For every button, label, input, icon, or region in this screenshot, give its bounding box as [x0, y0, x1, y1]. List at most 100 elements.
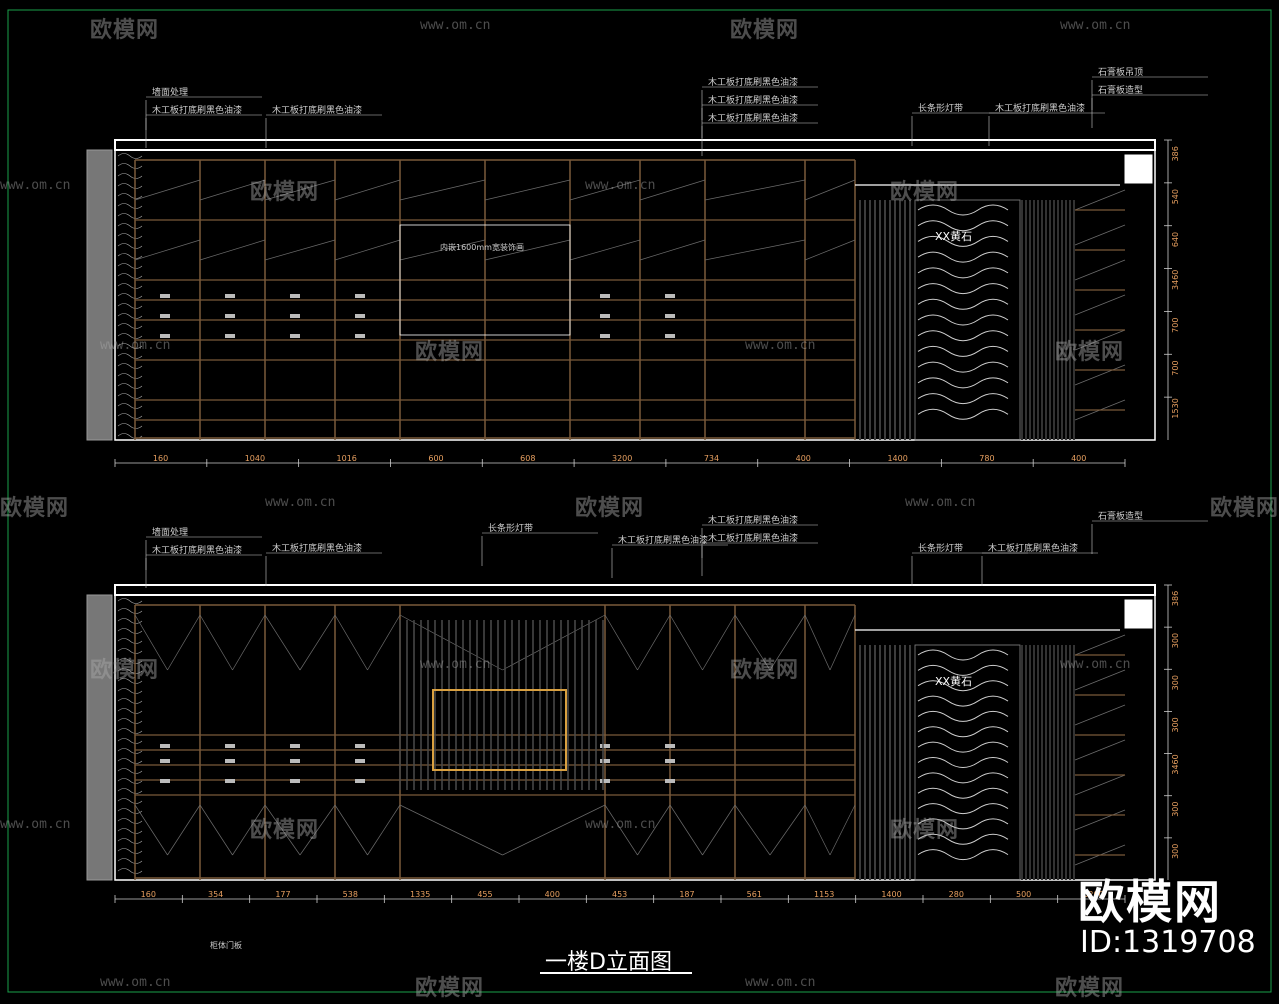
door-swing — [604, 804, 638, 856]
hatch-stroke — [117, 688, 143, 694]
shelf-perspective — [639, 239, 706, 261]
door-swing — [829, 614, 856, 671]
bottom-vdim-label: 300 — [1171, 717, 1180, 732]
top-note-left: 墙面处理 — [152, 86, 188, 98]
stone-panel — [914, 644, 1021, 881]
stone-vein — [917, 680, 1009, 692]
watermark-url: www.om.cn — [420, 18, 491, 33]
bottom-dim-label: 400 — [545, 890, 560, 899]
drawer-handle — [355, 334, 365, 338]
stone-vein — [917, 330, 1009, 342]
hatch-stroke — [117, 828, 143, 834]
watermark-brand: 欧模网 — [1055, 976, 1125, 1001]
stone-vein — [917, 361, 1009, 373]
bottom-note: 柜体门板 — [210, 940, 242, 950]
top-dim-label: 400 — [796, 454, 811, 463]
hatch-stroke — [117, 413, 143, 419]
watermark-url: www.om.cn — [585, 178, 656, 193]
soffit-block — [1124, 599, 1153, 629]
door-swing — [367, 614, 401, 671]
shelf-perspective — [1074, 809, 1126, 831]
bottom-note-left: 墙面处理 — [152, 526, 188, 538]
bottom-dim-label: 538 — [343, 890, 358, 899]
door-swing — [637, 804, 671, 856]
door-swing — [334, 804, 368, 856]
door-swing — [199, 614, 233, 671]
stone-vein — [917, 283, 1009, 295]
watermark-url: www.om.cn — [1060, 18, 1131, 33]
brand-id: ID:1319708 — [1080, 925, 1256, 960]
watermark-url: www.om.cn — [745, 338, 816, 353]
top-vdim-label: 3460 — [1171, 270, 1180, 290]
bottom-vdim-label: 300 — [1171, 633, 1180, 648]
stone-panel — [914, 199, 1021, 441]
shelf-perspective — [199, 179, 266, 201]
hatch-stroke — [117, 153, 143, 159]
hatch-stroke — [117, 658, 143, 664]
door-swing — [399, 804, 503, 856]
stone-vein — [917, 787, 1009, 799]
door-swing — [367, 804, 401, 856]
bottom-dim-label: 5200 — [1083, 890, 1103, 899]
shelf-perspective — [1074, 189, 1126, 211]
stone-vein — [917, 267, 1009, 279]
top-dim-label: 608 — [520, 454, 535, 463]
hatch-stroke — [117, 678, 143, 684]
shelf-perspective — [704, 239, 806, 261]
hatch-stroke — [117, 868, 143, 874]
door-swing — [502, 804, 606, 856]
brand-logo: 欧模网 — [1078, 875, 1222, 929]
bottom-note-mid: 木工板打底刷黑色油漆 — [708, 514, 798, 526]
door-swing — [769, 614, 806, 671]
hatch-stroke — [117, 788, 143, 794]
title-underline — [540, 972, 692, 974]
door-swing — [199, 804, 233, 856]
top-note-mid: 木工板打底刷黑色油漆 — [708, 76, 798, 88]
hatch-stroke — [117, 293, 143, 299]
door-swing — [264, 614, 301, 671]
hatch-stroke — [117, 598, 143, 604]
stone-vein — [917, 649, 1009, 661]
ceiling-band — [114, 139, 1156, 151]
door-swing — [604, 614, 638, 671]
bottom-dim-label: 280 — [949, 890, 964, 899]
top-inner-note: 内嵌1600mm宽装饰画 — [440, 242, 524, 252]
shelf-perspective — [1074, 329, 1126, 351]
watermark-brand: 欧模网 — [90, 658, 160, 683]
bottom-dim-label: 354 — [208, 890, 223, 899]
door-swing — [232, 804, 266, 856]
door-swing — [334, 614, 368, 671]
hatch-stroke — [117, 383, 143, 389]
stone-vein — [917, 849, 1009, 861]
stone-vein — [917, 393, 1009, 405]
hatch-stroke — [117, 798, 143, 804]
drawer-handle — [225, 334, 235, 338]
top-vdim-label: 540 — [1171, 189, 1180, 204]
door-swing — [702, 804, 736, 856]
drawer-handle — [160, 744, 170, 748]
bottom-vdim-label: 300 — [1171, 675, 1180, 690]
hatch-stroke — [117, 618, 143, 624]
hatch-stroke — [117, 263, 143, 269]
stone-vein — [917, 345, 1009, 357]
drawer-handle — [160, 779, 170, 783]
hatch-stroke — [117, 648, 143, 654]
door-swing — [299, 614, 336, 671]
bottom-dim-label: 1153 — [814, 890, 834, 899]
hatch-stroke — [117, 363, 143, 369]
watermark-url: www.om.cn — [265, 495, 336, 510]
shelf-perspective — [484, 239, 571, 261]
shelf-perspective — [484, 179, 571, 201]
watermark-brand: 欧模网 — [250, 818, 320, 843]
drawer-handle — [355, 744, 365, 748]
watermark-url: www.om.cn — [0, 817, 71, 832]
hatch-stroke — [117, 738, 143, 744]
drawer-handle — [355, 294, 365, 298]
drawer-handle — [290, 314, 300, 318]
bottom-note-left: 木工板打底刷黑色油漆 — [272, 542, 362, 554]
drawer-handle — [160, 759, 170, 763]
bottom-dim-label: 1335 — [410, 890, 430, 899]
drawer-handle — [600, 779, 610, 783]
bottom-note-right: 长条形灯带 — [918, 542, 963, 554]
hatch-stroke — [117, 213, 143, 219]
